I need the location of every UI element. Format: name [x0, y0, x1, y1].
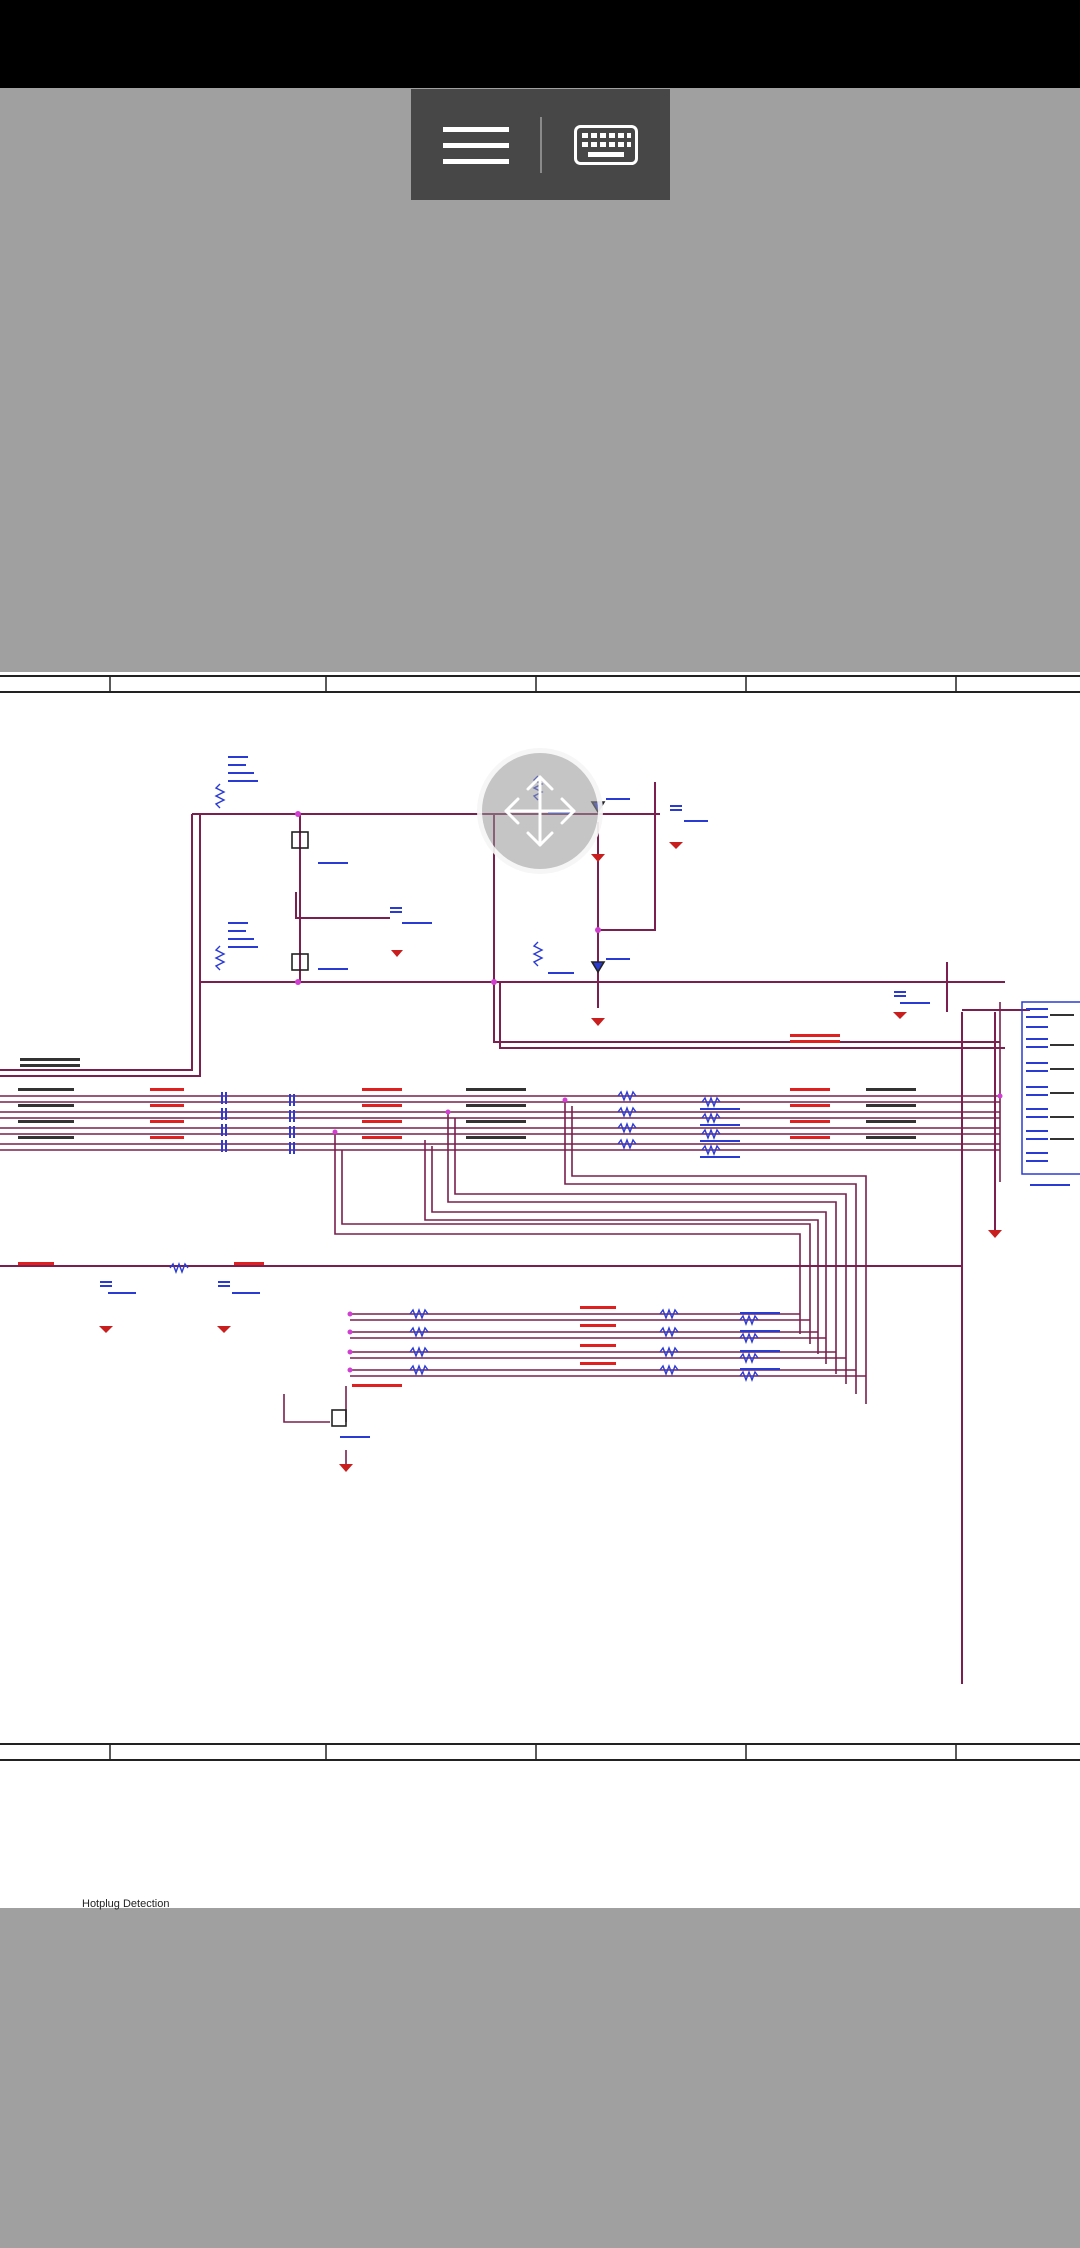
pan-control-button[interactable] — [477, 748, 603, 874]
status-bar — [0, 0, 1080, 88]
pan-arrows-icon — [504, 775, 576, 847]
schematic-page[interactable]: Hotplug Detection — [0, 672, 1080, 1910]
toolbar-divider — [539, 116, 542, 173]
keyboard-icon — [573, 124, 638, 165]
keyboard-button[interactable] — [556, 105, 656, 185]
hamburger-menu-icon — [442, 126, 509, 164]
menu-button[interactable] — [426, 105, 526, 185]
hotplug-detection-label: Hotplug Detection — [82, 1898, 170, 1910]
viewer-toolbar — [411, 89, 670, 200]
schematic-drawing — [0, 675, 1080, 1761]
